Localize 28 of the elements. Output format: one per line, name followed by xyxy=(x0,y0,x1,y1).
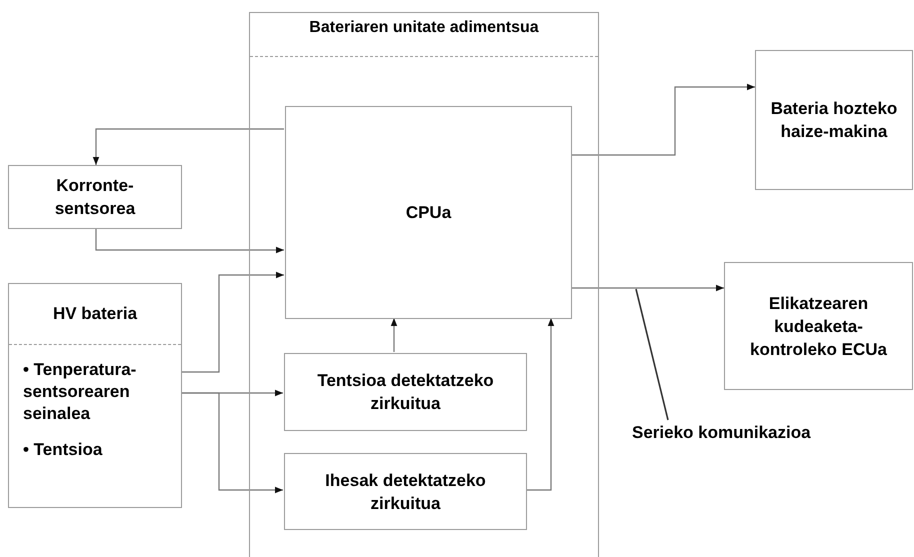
block-box xyxy=(755,50,913,190)
frame-title: Bateriaren unitate adimentsua xyxy=(308,18,540,38)
block-box xyxy=(8,283,182,508)
box-label: CPUa xyxy=(406,202,452,224)
unit-frame xyxy=(249,12,599,557)
arrow xyxy=(95,229,284,254)
block-box xyxy=(284,353,527,431)
box-label: Tentsioa detektatzeko zirkuitua xyxy=(316,370,495,415)
box-label: Elikatzearen kudeaketa-kontroleko ECUa xyxy=(749,292,888,360)
block-box xyxy=(724,262,913,390)
block-box xyxy=(8,165,182,229)
bullet-item: • Tenperatura-sentsorearen seinalea xyxy=(23,358,138,424)
arrow xyxy=(92,128,284,165)
leader-line xyxy=(635,288,669,420)
box-label: Bateria hozteko haize-makina xyxy=(770,98,898,143)
arrow xyxy=(571,284,724,292)
block-box xyxy=(285,106,572,319)
arrow xyxy=(182,272,284,373)
arrow xyxy=(182,392,283,494)
block-box xyxy=(284,453,527,530)
arrow xyxy=(526,318,554,491)
bullet-item: • Tentsioa xyxy=(23,438,104,460)
box-label: Ihesak detektatzeko zirkuitua xyxy=(324,470,487,514)
callout-text: Serieko komunikazioa xyxy=(632,422,812,444)
box-label: Korronte-sentsorea xyxy=(54,175,136,220)
arrow xyxy=(571,84,755,156)
arrow xyxy=(390,318,398,352)
box-title: HV bateria xyxy=(52,303,138,325)
